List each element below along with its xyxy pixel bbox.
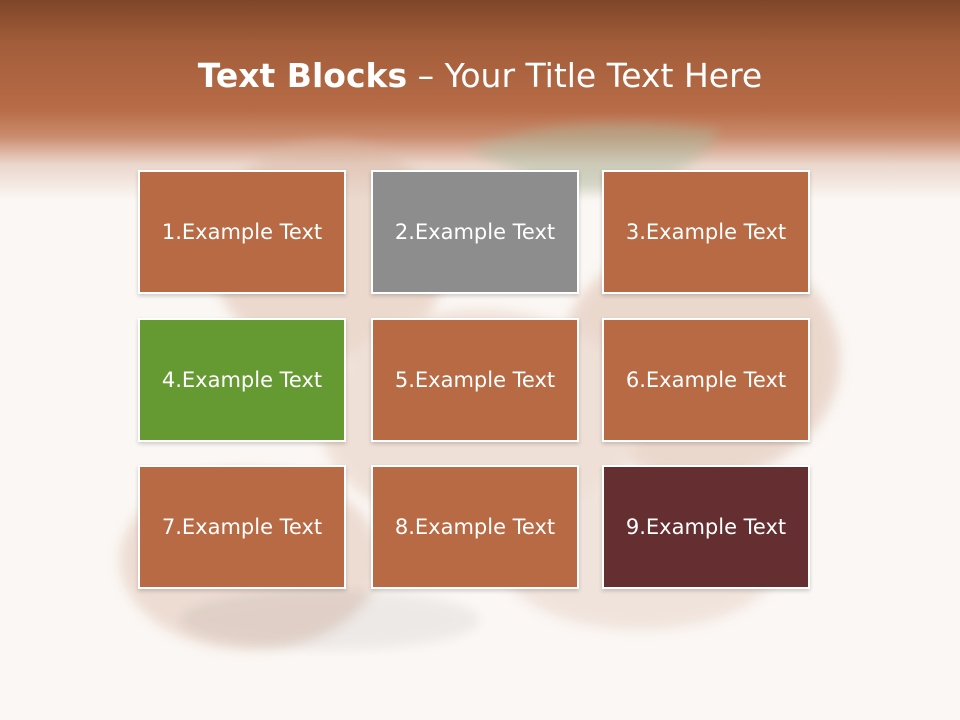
title-separator: – xyxy=(407,56,445,95)
text-block-label: 8.Example Text xyxy=(394,515,556,539)
text-block-9[interactable]: 9.Example Text xyxy=(602,465,810,589)
text-block-5[interactable]: 5.Example Text xyxy=(371,318,579,442)
text-block-1[interactable]: 1.Example Text xyxy=(138,170,346,294)
text-block-label: 7.Example Text xyxy=(161,515,323,539)
text-block-7[interactable]: 7.Example Text xyxy=(138,465,346,589)
text-block-label: 4.Example Text xyxy=(161,368,323,392)
text-block-label: 1.Example Text xyxy=(161,220,323,244)
title-rest: Your Title Text Here xyxy=(444,56,763,95)
text-block-label: 6.Example Text xyxy=(625,368,787,392)
text-block-3[interactable]: 3.Example Text xyxy=(602,170,810,294)
header-band xyxy=(0,0,960,200)
text-block-label: 9.Example Text xyxy=(625,515,787,539)
text-block-label: 5.Example Text xyxy=(394,368,556,392)
text-block-8[interactable]: 8.Example Text xyxy=(371,465,579,589)
text-block-label: 2.Example Text xyxy=(394,220,556,244)
text-block-grid: 1.Example Text 2.Example Text 3.Example … xyxy=(138,170,814,594)
text-block-4[interactable]: 4.Example Text xyxy=(138,318,346,442)
slide-title: Text Blocks – Your Title Text Here xyxy=(0,56,960,96)
title-bold: Text Blocks xyxy=(197,56,408,95)
text-block-label: 3.Example Text xyxy=(625,220,787,244)
text-block-2[interactable]: 2.Example Text xyxy=(371,170,579,294)
text-block-6[interactable]: 6.Example Text xyxy=(602,318,810,442)
